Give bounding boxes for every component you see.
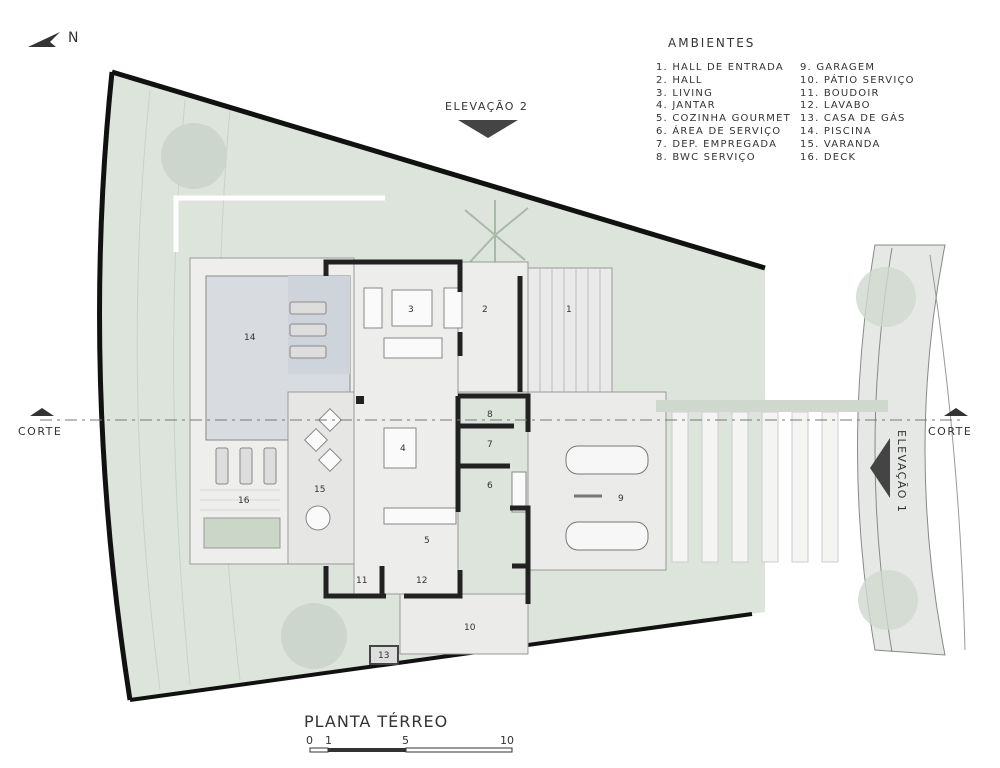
- scale-tick-label: 10: [500, 734, 514, 747]
- scale-tick-label: 0: [306, 734, 313, 747]
- room-number: 8: [487, 410, 493, 420]
- gas-house: [369, 645, 399, 665]
- elevation-1-label: ELEVAÇÃO 1: [895, 430, 908, 514]
- cars: [565, 445, 649, 551]
- legend-item: 3. LIVING: [656, 87, 714, 99]
- legend-item: 10. PÁTIO SERVIÇO: [800, 74, 915, 86]
- room-number: 11: [356, 576, 368, 586]
- room-number: 6: [487, 481, 493, 491]
- plan-title: PLANTA TÉRREO: [304, 712, 449, 731]
- legend-item: 2. HALL: [656, 74, 703, 86]
- north-label: N: [68, 30, 79, 46]
- room-number: 3: [408, 305, 414, 315]
- section-arrow-right: [944, 408, 968, 416]
- room-number: 13: [378, 651, 390, 661]
- legend-item: 9. GARAGEM: [800, 62, 876, 73]
- lot-boundary-south: [129, 612, 753, 702]
- veranda-furniture: [303, 407, 343, 531]
- house-walls: [323, 259, 531, 604]
- deck-boards: [200, 489, 280, 511]
- elevation-1-arrow: [870, 438, 890, 498]
- room-number: 5: [424, 536, 430, 546]
- section-label-left: CORTE: [18, 425, 63, 438]
- tree-street-top: [856, 267, 916, 327]
- legend-item: 13. CASA DE GÁS: [800, 113, 906, 125]
- scale-bar: [309, 747, 513, 753]
- legend-item: 1. HALL DE ENTRADA: [656, 62, 784, 73]
- legend-title: AMBIENTES: [668, 36, 756, 50]
- legend-item: 16. DECK: [800, 151, 857, 163]
- hall-floor: [457, 261, 529, 393]
- service-counter: [511, 471, 527, 513]
- kitchen-island: [383, 507, 457, 525]
- garden-wall: [173, 195, 385, 252]
- room-number: 10: [464, 623, 476, 633]
- column: [356, 396, 364, 404]
- room-number: 4: [400, 444, 406, 454]
- section-label-right: CORTE: [928, 425, 973, 438]
- elevation-2-label: ELEVAÇÃO 2: [445, 100, 529, 113]
- dining-table: [383, 427, 417, 469]
- entrance-steps: [539, 268, 601, 392]
- legend-item: 14. PISCINA: [800, 125, 872, 137]
- legend-column-2: 9. GARAGEM 10. PÁTIO SERVIÇO 11. BOUDOIR…: [800, 62, 915, 164]
- legend-item: 4. JANTAR: [656, 100, 716, 112]
- tree-street-bottom: [858, 570, 918, 630]
- scale-tick-label: 1: [325, 734, 332, 747]
- sidewalk-right: [929, 254, 966, 651]
- scale-tick-label: 5: [402, 734, 409, 747]
- living-furniture: [363, 287, 463, 359]
- planter: [203, 517, 281, 549]
- room-number: 7: [487, 440, 493, 450]
- tree-northwest: [161, 123, 227, 189]
- room-number: 1: [566, 305, 572, 315]
- lot-boundary-west: [97, 71, 133, 701]
- entrance-hall: [527, 267, 613, 393]
- north-arrow-icon: [28, 32, 60, 47]
- room-number: 14: [244, 333, 256, 343]
- room-number: 15: [314, 485, 326, 495]
- room-number: 9: [618, 494, 624, 504]
- room-number: 12: [416, 576, 428, 586]
- sun-loungers: [215, 301, 327, 485]
- legend-item: 15. VARANDA: [800, 138, 881, 150]
- elevation-2-arrow: [458, 120, 518, 138]
- hedge: [656, 400, 888, 412]
- section-arrow-left: [30, 408, 54, 416]
- room-number: 2: [482, 305, 488, 315]
- room-number: 16: [238, 496, 250, 506]
- legend-item: 12. LAVABO: [800, 100, 871, 112]
- legend-item: 6. ÁREA DE SERVIÇO: [656, 125, 782, 137]
- service-courtyard: [399, 593, 529, 655]
- legend-item: 5. COZINHA GOURMET: [656, 113, 791, 125]
- legend-item: 7. DEP. EMPREGADA: [656, 138, 778, 150]
- legend-item: 11. BOUDOIR: [800, 87, 880, 99]
- lot-boundary-north: [111, 69, 766, 271]
- legend-column-1: 1. HALL DE ENTRADA 2. HALL 3. LIVING 4. …: [656, 62, 791, 164]
- tree-southwest: [281, 603, 347, 669]
- legend-item: 8. BWC SERVIÇO: [656, 151, 756, 163]
- driveway: [671, 411, 839, 563]
